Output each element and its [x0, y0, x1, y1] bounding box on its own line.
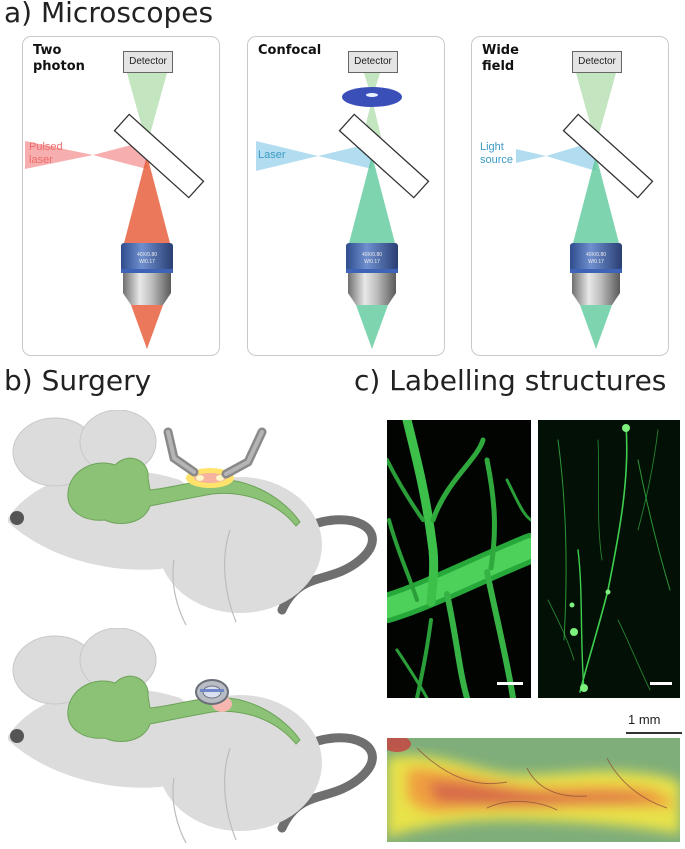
objective-lens: 40X/0.80 W/0.17: [121, 243, 173, 305]
vasculature-fluorescence-image: [387, 420, 531, 698]
dichroic-mirror: [562, 113, 654, 199]
wide-field-optics-diagram: 40X/0.80 W/0.17: [516, 73, 654, 349]
emission-beam: [576, 73, 616, 145]
light-source-label: Laser: [258, 149, 286, 161]
mouse-surgery-illustration: [8, 410, 377, 626]
section-b-title: b) Surgery: [4, 364, 152, 397]
neuron-fluorescence-image: [538, 420, 680, 698]
excitation-beam: [256, 141, 318, 171]
dichroic-mirror: [113, 113, 205, 199]
confocal-optics-diagram: 40X/0.80 W/0.17: [256, 73, 430, 349]
microscope-panel-wide-field: 40X/0.80 W/0.17 Wide field Detector Ligh…: [471, 36, 669, 356]
scale-bar-1mm: [626, 732, 682, 734]
intrinsic-signal-heatmap: [387, 738, 680, 842]
detector-box: Detector: [123, 51, 173, 73]
svg-text:W/0.17: W/0.17: [364, 259, 380, 265]
microscope-title: Wide field: [482, 43, 519, 74]
detector-box: Detector: [348, 51, 398, 73]
scale-bar: [650, 682, 672, 685]
svg-text:40X/0.80: 40X/0.80: [362, 252, 382, 258]
svg-text:W/0.17: W/0.17: [588, 259, 604, 265]
microscope-title: Confocal: [258, 43, 322, 58]
dichroic-mirror: [338, 113, 430, 199]
excitation-beam: [25, 141, 93, 169]
svg-text:W/0.17: W/0.17: [139, 259, 155, 265]
scale-label: 1 mm: [628, 712, 661, 727]
objective-lens: 40X/0.80 W/0.17: [346, 243, 398, 305]
emission-beam: [364, 73, 380, 99]
microscope-panel-confocal: 40X/0.80 W/0.17 Confocal Detector Laser: [247, 36, 445, 356]
section-a-title: a) Microscopes: [4, 0, 214, 29]
mouse-implant-illustration: [8, 628, 377, 843]
detector-box: Detector: [572, 51, 622, 73]
microscope-title: Two photon: [33, 43, 85, 74]
emission-beam: [127, 73, 167, 145]
scale-bar: [497, 682, 523, 685]
excitation-beam: [516, 149, 546, 163]
light-source-label: Pulsed laser: [29, 141, 63, 166]
two-photon-optics-diagram: 40X/0.80 W/0.17: [25, 73, 205, 349]
svg-text:40X/0.80: 40X/0.80: [586, 252, 606, 258]
light-source-label: Light source: [480, 141, 514, 166]
section-c-title: c) Labelling structures: [354, 364, 667, 397]
microscope-panel-two-photon: 40X/0.80 W/0.17 Two photon Detector Puls…: [22, 36, 220, 356]
objective-lens: 40X/0.80 W/0.17: [570, 243, 622, 305]
svg-text:40X/0.80: 40X/0.80: [137, 252, 157, 258]
